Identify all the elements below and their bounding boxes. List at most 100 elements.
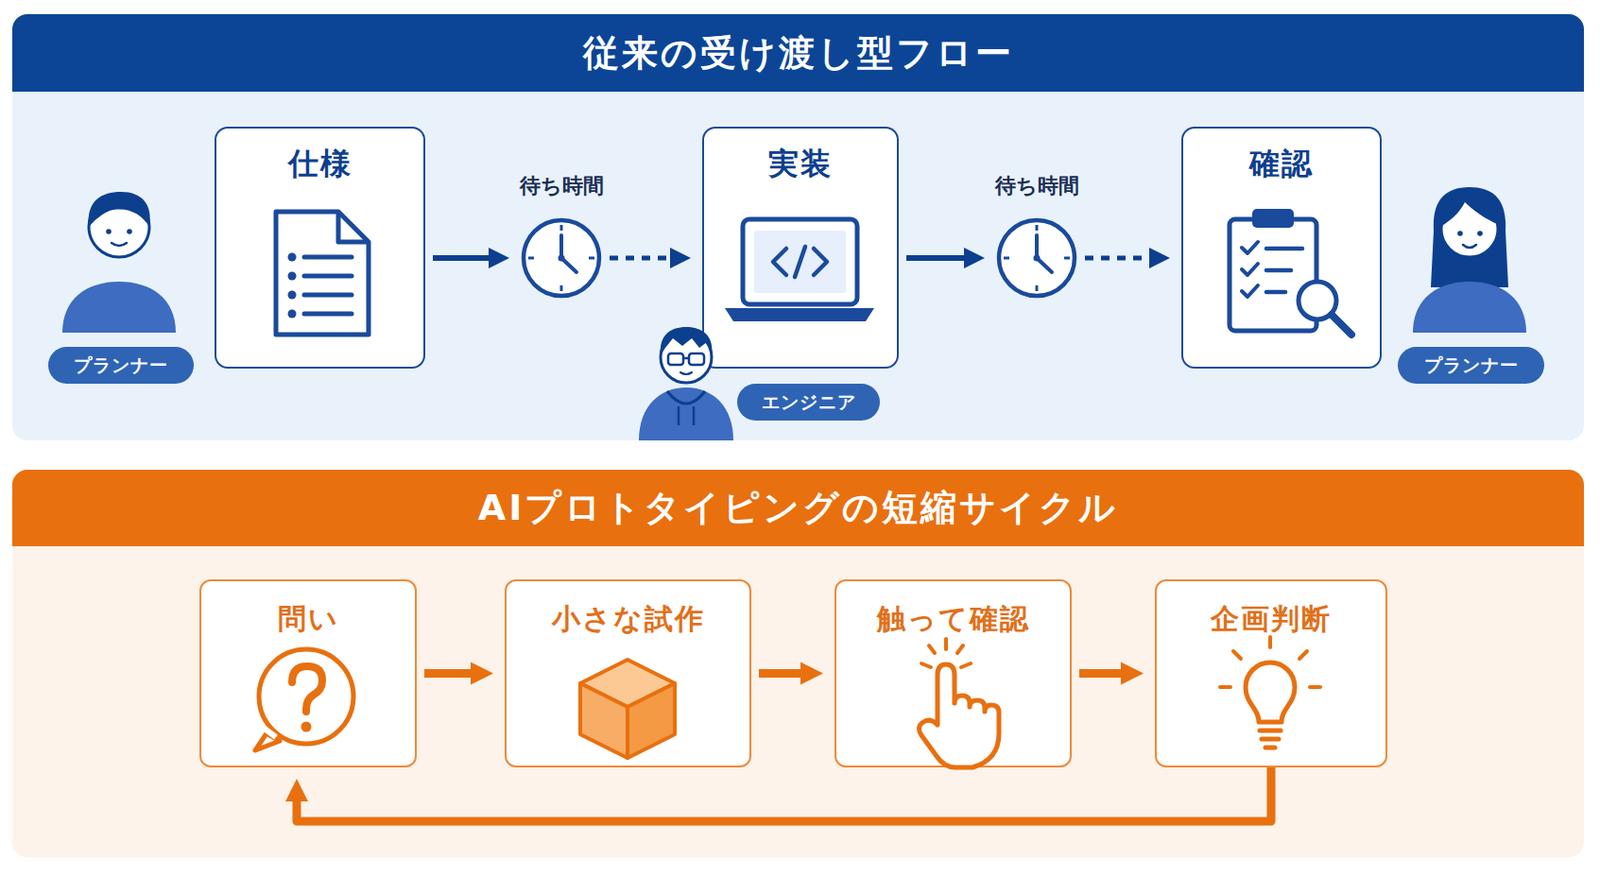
section-title: AIプロトタイピングの短縮サイクル [478, 483, 1119, 533]
light-bulb-icon [1220, 685, 1231, 689]
flow-arrow [906, 255, 964, 261]
light-bulb-icon [1220, 636, 1321, 748]
planner-figure [1462, 244, 1477, 248]
clock-outline [520, 217, 603, 299]
clock-face [558, 255, 566, 262]
clock-face [1034, 235, 1039, 259]
light-bulb-icon [1259, 728, 1281, 734]
label-holder: 触って確認 [836, 600, 1070, 639]
document-icon [288, 309, 297, 319]
box-label: 実装 [704, 143, 897, 186]
clock-outline [996, 217, 1078, 299]
label-holder: 企画判断 [1156, 600, 1386, 639]
question-bubble-icon [292, 666, 323, 712]
clock-face [1035, 224, 1039, 231]
clock-face [560, 285, 564, 292]
flow-arrow [424, 669, 471, 678]
clock-face [528, 224, 595, 292]
clock-face [1035, 285, 1039, 292]
planner-figure [126, 228, 133, 235]
flow-arrow [432, 255, 489, 261]
engineer-figure [680, 372, 692, 375]
engineer-figure [692, 406, 696, 426]
label-holder: 実装 [704, 143, 897, 186]
clock-face [1064, 257, 1070, 260]
clock-outline [998, 220, 1075, 296]
question-bubble-icon [258, 649, 354, 744]
light-bulb-icon [1265, 745, 1275, 751]
role-pill: プランナー [1397, 346, 1545, 384]
label-holder: 待ち時間 [948, 172, 1125, 201]
box-label: 企画判断 [1156, 600, 1386, 639]
checklist-icon [1229, 208, 1352, 335]
process-box: 確認 [1181, 126, 1382, 369]
light-bulb-icon [1233, 651, 1241, 659]
light-bulb-icon [1299, 651, 1308, 659]
tap-hand-icon [921, 663, 931, 668]
cycle-step-box: 企画判断 [1154, 579, 1388, 768]
role-label: エンジニア [761, 390, 857, 415]
checklist-icon [1266, 268, 1291, 274]
laptop-icon [794, 246, 806, 277]
planner-figure [1441, 200, 1498, 258]
section-title: 従来の受け渡し型フロー [583, 29, 1015, 78]
wait-arrow [609, 256, 671, 261]
label-holder: 仕様 [216, 143, 424, 186]
box-label: 確認 [1183, 143, 1380, 186]
clock-face [560, 224, 564, 231]
process-box: 仕様 [214, 126, 426, 369]
flow-arrow [758, 669, 801, 678]
connector-layer [296, 258, 1272, 822]
question-bubble-icon [255, 649, 354, 751]
document-icon [275, 211, 369, 335]
planner-figure [1412, 187, 1527, 333]
flow-arrow [1079, 669, 1121, 678]
planner-figure [62, 191, 176, 333]
light-bulb-icon [1261, 737, 1279, 742]
clock-face [1003, 257, 1010, 260]
wait-arrow [1084, 256, 1150, 261]
engineer-figure [677, 406, 681, 426]
checklist-icon [1298, 281, 1337, 320]
label-holder: 小さな試作 [506, 600, 750, 639]
laptop-icon [742, 219, 858, 305]
laptop-icon [773, 248, 787, 276]
planner-figure [1412, 281, 1527, 333]
document-icon [304, 292, 352, 298]
planner-figure [1430, 187, 1509, 288]
cube-icon [627, 683, 675, 758]
checklist-icon [1241, 241, 1258, 254]
light-bulb-icon [1268, 636, 1273, 648]
flow-arrow [296, 767, 1272, 822]
cube-icon [580, 659, 675, 758]
box-label: 小さな試作 [506, 600, 750, 639]
engineer-figure [638, 326, 734, 441]
section-header-band: 従来の受け渡し型フロー [12, 14, 1584, 92]
checklist-icon [1266, 290, 1286, 295]
engineer-figure [660, 331, 712, 383]
planner-figure [1477, 230, 1483, 237]
role-pill: エンジニア [737, 383, 880, 421]
planner-figure [105, 228, 112, 235]
light-bulb-icon [1245, 662, 1295, 723]
clock-face [1033, 255, 1041, 262]
question-bubble-icon [264, 728, 276, 738]
light-bulb-icon [1309, 685, 1321, 689]
process-box: 実装 [702, 126, 899, 369]
document-icon [288, 272, 297, 281]
label-holder: 待ち時間 [473, 172, 650, 201]
document-icon [275, 211, 369, 335]
question-bubble-icon [255, 733, 280, 751]
box-label: 仕様 [216, 143, 424, 186]
engineer-figure [688, 353, 705, 365]
flow-section: プランナー仕様待ち時間実装エンジニア待ち時間確認プランナー従来の受け渡し型フロー [12, 14, 1584, 441]
clock-face [588, 257, 595, 260]
planner-figure [1457, 230, 1463, 237]
checklist-icon [1229, 219, 1317, 331]
clock-face [1003, 224, 1070, 292]
clock-face [1036, 258, 1052, 273]
checklist-icon [1252, 208, 1294, 228]
tap-hand-icon [929, 645, 935, 654]
box-label: 問い [201, 600, 415, 639]
